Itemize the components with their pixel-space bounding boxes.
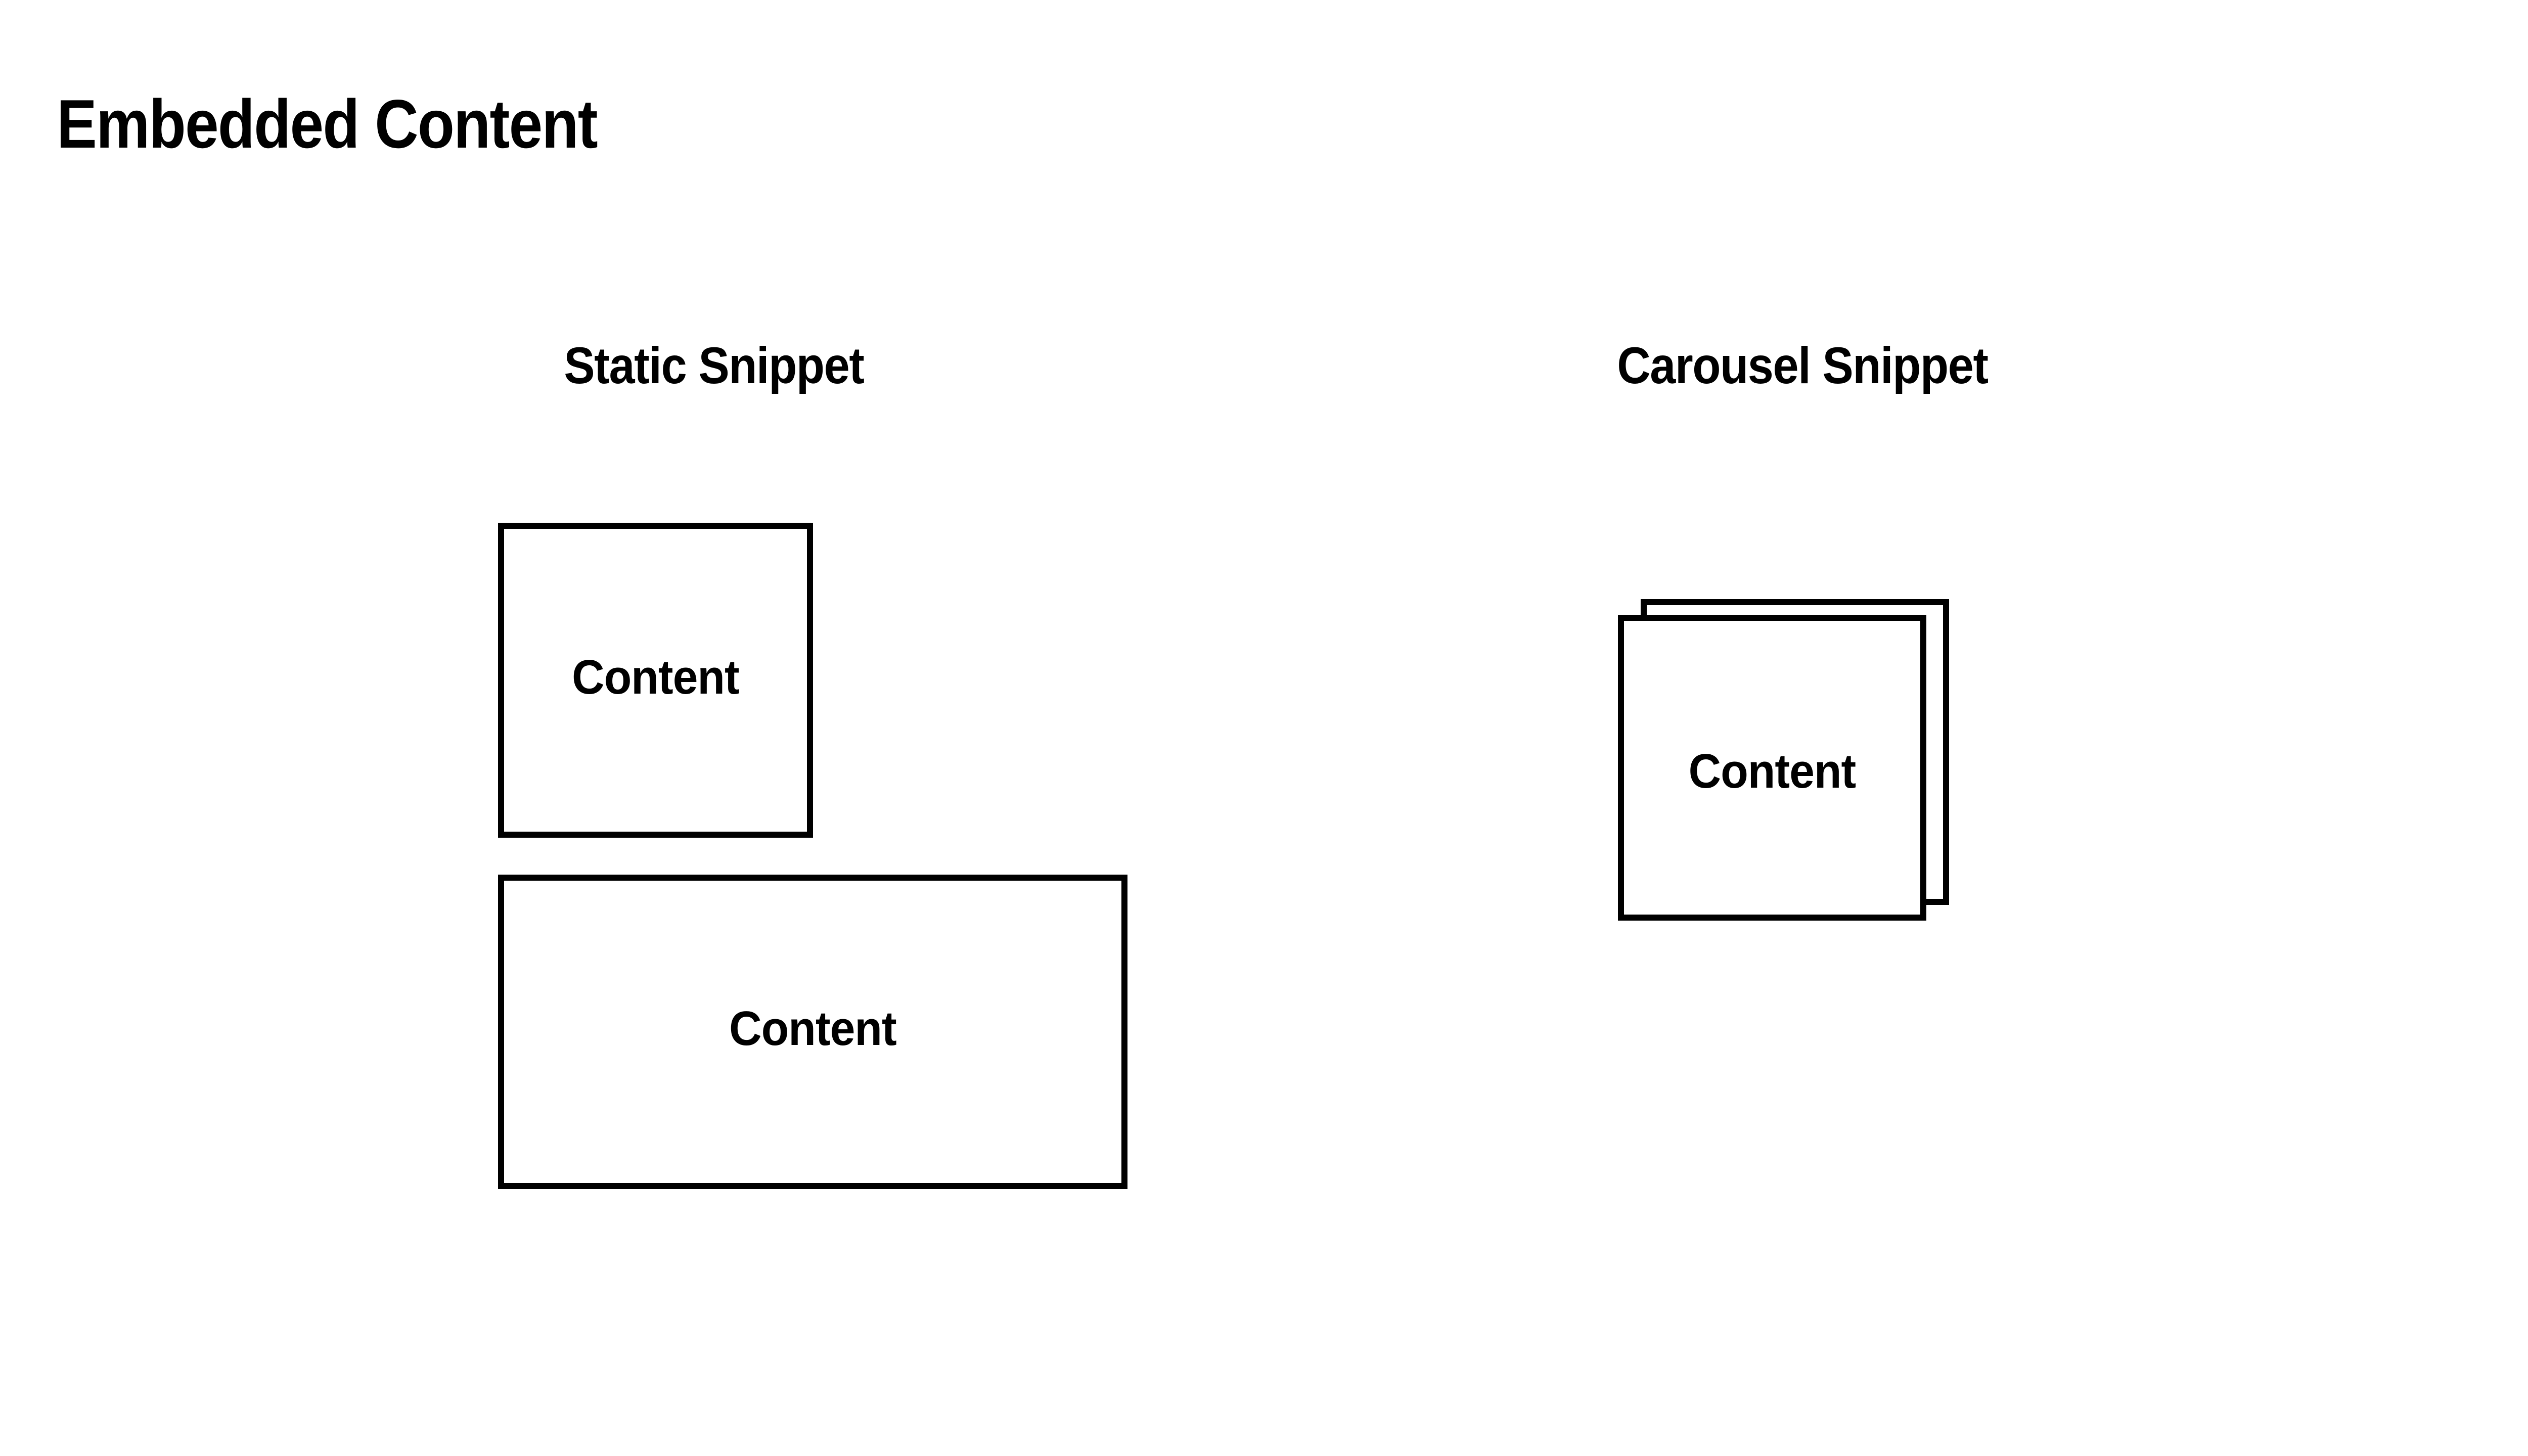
static-snippet-heading: Static Snippet [564, 337, 865, 394]
static-wide-box-label: Content [729, 1002, 897, 1056]
static-wide-box[interactable]: Content [498, 875, 1127, 1189]
carousel-card-stack[interactable]: Content [1618, 599, 1949, 923]
carousel-card-front-label: Content [1688, 744, 1857, 798]
static-square-box[interactable]: Content [498, 523, 813, 838]
page-title: Embedded Content [57, 85, 598, 163]
carousel-snippet-heading: Carousel Snippet [1617, 337, 1989, 394]
static-snippet-boxes: Content Content [498, 523, 1127, 1189]
static-square-box-label: Content [572, 650, 740, 704]
carousel-card-front[interactable]: Content [1618, 615, 1926, 921]
